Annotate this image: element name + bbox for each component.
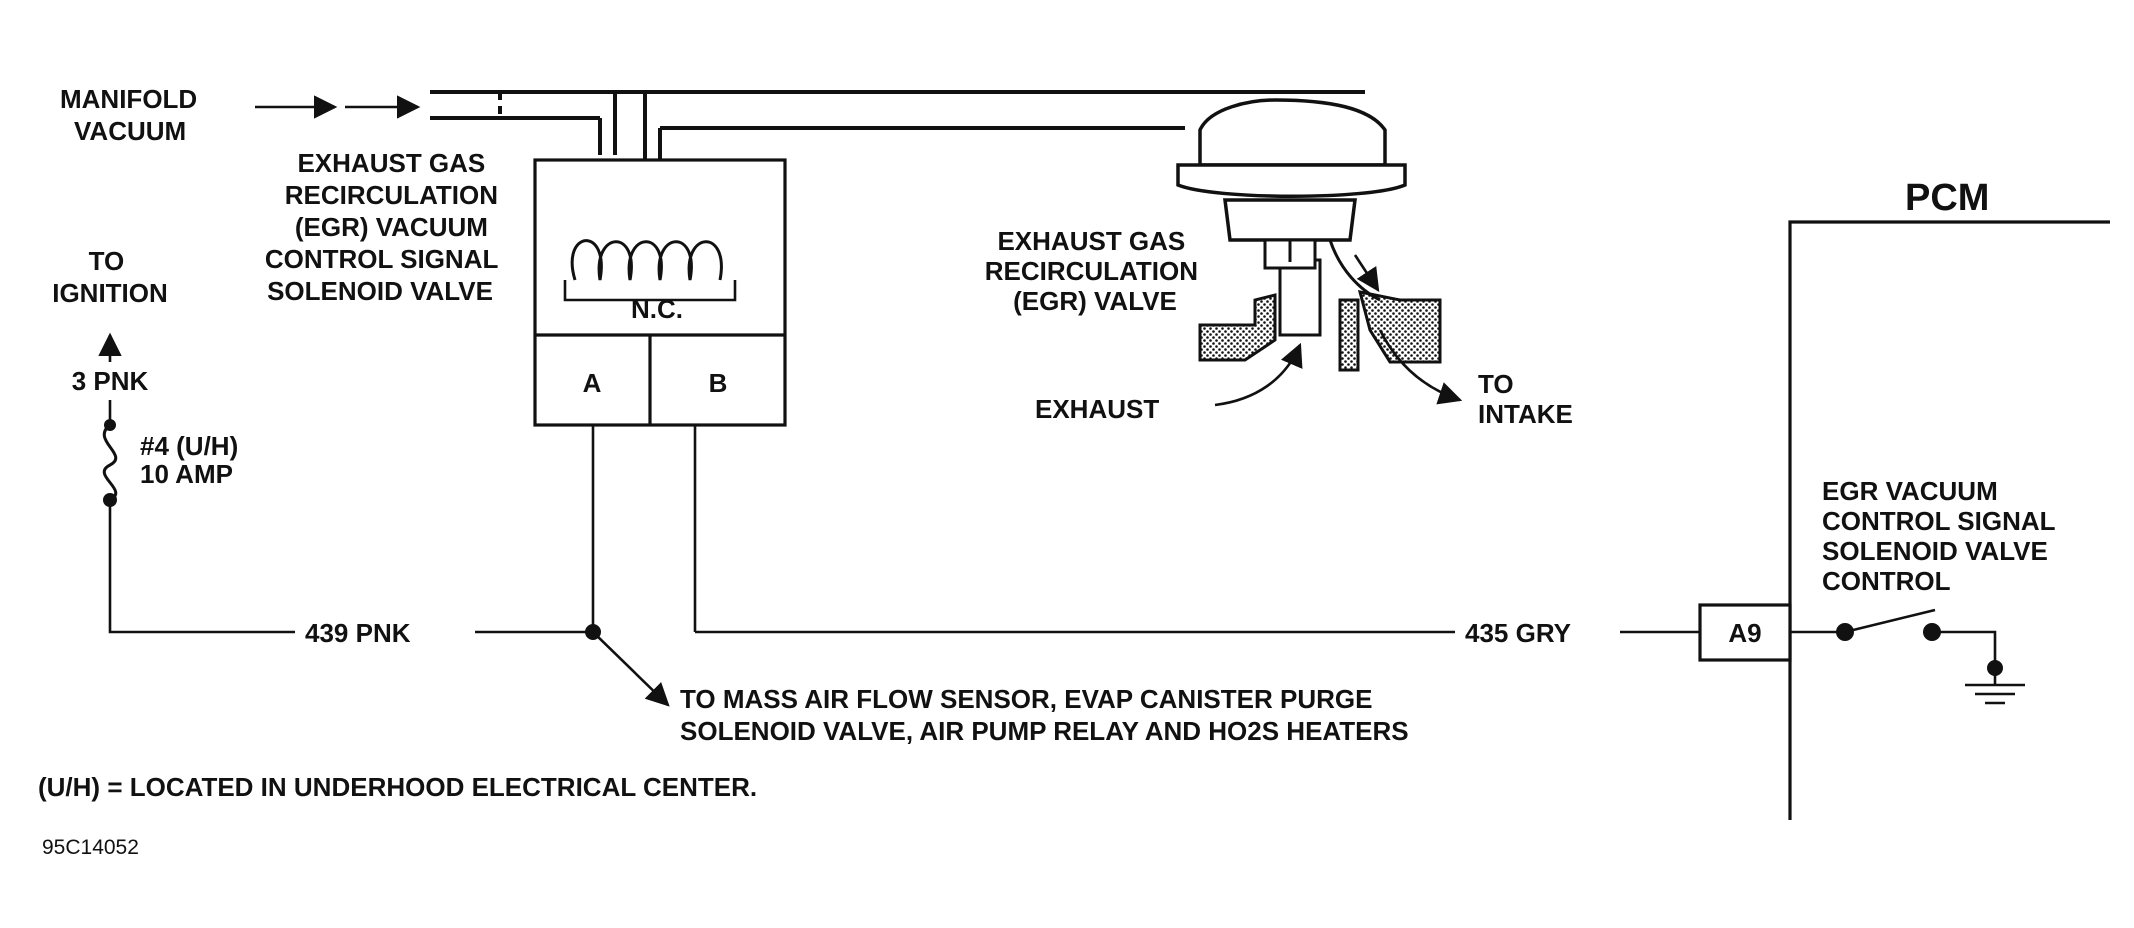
to-intake-label: TO INTAKE: [1478, 369, 1573, 429]
solenoid-coil-icon: [563, 239, 737, 302]
pcm-control-line-4: CONTROL: [1822, 566, 1951, 596]
exhaust-arrow: [1214, 342, 1303, 407]
exhaust-label: EXHAUST: [1035, 394, 1159, 424]
to-intake-line-2: INTAKE: [1478, 399, 1573, 429]
egr-valve-line-2: RECIRCULATION: [985, 256, 1198, 286]
pin-a9-label: A9: [1728, 618, 1761, 648]
fuse-line-1: #4 (U/H): [140, 431, 238, 461]
to-ignition-line-2: IGNITION: [52, 278, 168, 308]
pcm-control-line-3: SOLENOID VALVE: [1822, 536, 2048, 566]
splice-destination-label: TO MASS AIR FLOW SENSOR, EVAP CANISTER P…: [680, 684, 1409, 746]
figure-code: 95C14052: [42, 836, 139, 859]
pcm-label: PCM: [1905, 177, 1989, 219]
egr-valve-label: EXHAUST GAS RECIRCULATION (EGR) VALVE: [985, 226, 1206, 316]
pcm-control-label: EGR VACUUM CONTROL SIGNAL SOLENOID VALVE…: [1822, 476, 2062, 596]
footnote: (U/H) = LOCATED IN UNDERHOOD ELECTRICAL …: [38, 772, 757, 802]
to-intake-line-1: TO: [1478, 369, 1514, 399]
manifold-vacuum-line-2: VACUUM: [74, 116, 186, 146]
egr-valve-line-1: EXHAUST GAS: [997, 226, 1185, 256]
egr-solenoid-label: EXHAUST GAS RECIRCULATION (EGR) VACUUM C…: [265, 148, 505, 306]
manifold-vacuum-label: MANIFOLD VACUUM: [60, 84, 204, 146]
fuse-line-2: 10 AMP: [140, 459, 233, 489]
terminal-a-label: A: [583, 368, 602, 398]
egr-solenoid-valve: N.C. A B: [533, 158, 787, 427]
egr-solenoid-line-5: SOLENOID VALVE: [267, 276, 493, 306]
to-ignition-line-1: TO: [89, 246, 125, 276]
pcm-control-line-2: CONTROL SIGNAL: [1822, 506, 2056, 536]
fuse-label: #4 (U/H) 10 AMP: [140, 431, 245, 489]
wire-3pnk-label: 3 PNK: [72, 366, 149, 396]
egr-solenoid-line-2: RECIRCULATION: [285, 180, 498, 210]
wire-439-label: 439 PNK: [305, 618, 411, 648]
pin-a9-box: [1698, 603, 1792, 662]
wiring: [108, 425, 1700, 634]
fuse-icon: [102, 400, 118, 507]
splice-destination-line-2: SOLENOID VALVE, AIR PUMP RELAY AND HO2S …: [680, 716, 1409, 746]
egr-solenoid-line-3: (EGR) VACUUM: [295, 212, 488, 242]
terminal-b-label: B: [709, 368, 728, 398]
egr-solenoid-line-1: EXHAUST GAS: [297, 148, 485, 178]
egr-valve-icon: [1176, 98, 1442, 372]
wire-435-label: 435 GRY: [1465, 618, 1571, 648]
splice-arrow: [592, 631, 670, 707]
ground-icon: [1965, 660, 2025, 705]
solenoid-nc-label: N.C.: [631, 294, 683, 324]
to-ignition-label: TO IGNITION: [52, 246, 168, 308]
control-switch-icon: [1790, 608, 1997, 668]
manifold-vacuum-line-1: MANIFOLD: [60, 84, 197, 114]
to-intake-arrow: [1378, 329, 1463, 405]
splice-destination-line-1: TO MASS AIR FLOW SENSOR, EVAP CANISTER P…: [680, 684, 1372, 714]
pcm-control-line-1: EGR VACUUM: [1822, 476, 1998, 506]
egr-valve-line-3: (EGR) VALVE: [1013, 286, 1177, 316]
egr-solenoid-line-4: CONTROL SIGNAL: [265, 244, 499, 274]
